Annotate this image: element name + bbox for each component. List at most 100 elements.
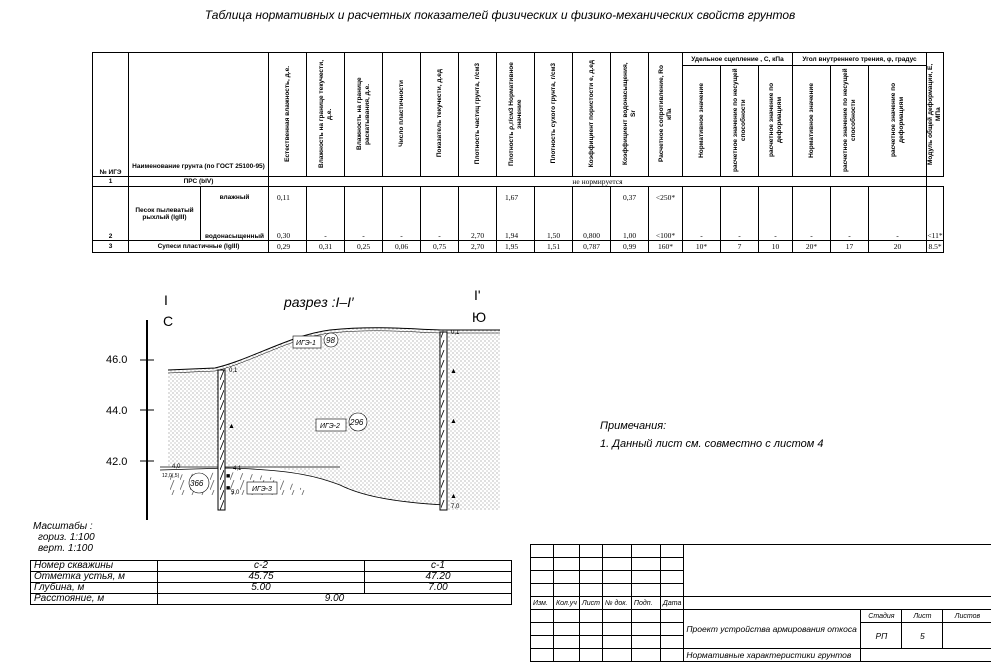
stamp-subtitle: Нормативные характеристики грунтов bbox=[683, 648, 862, 662]
ige1-circle bbox=[323, 332, 339, 348]
stamp-col: Лист bbox=[578, 596, 603, 610]
scale-vert: верт. 1:100 bbox=[38, 543, 93, 554]
header-il: Показатель текучести, д.ед bbox=[435, 69, 443, 158]
depth-label: 0,1 bbox=[451, 330, 460, 336]
header-emod: Модуль общей деформации, E, МПа bbox=[927, 62, 942, 165]
table-row: Номер скважины с-2 с-1 bbox=[30, 560, 512, 572]
header-rhod: Плотность сухого грунта, г/см3 bbox=[549, 63, 557, 164]
cell-sr: 1,00 bbox=[610, 208, 649, 241]
sample-marker: ▲ bbox=[228, 423, 235, 430]
cell-ip: - bbox=[382, 208, 421, 241]
cell-il: - bbox=[420, 208, 459, 241]
stamp-sheet-header: Лист bbox=[901, 609, 944, 623]
cell-phi-bear: 17 bbox=[830, 240, 869, 253]
ige3-label: ИГЭ-3 bbox=[252, 486, 272, 493]
layer-boundary bbox=[159, 467, 446, 506]
cell-c2: 5.00 bbox=[157, 582, 365, 594]
ige3-number: 366 bbox=[190, 479, 204, 488]
cell-ro: 160* bbox=[648, 240, 683, 253]
cell-c-bear: 7 bbox=[720, 240, 759, 253]
cell-note: не нормируется bbox=[268, 176, 927, 187]
header-wl: Влажность на границе текучести, д.е. bbox=[317, 59, 333, 168]
ige3-circle bbox=[188, 472, 210, 494]
header-ro: Расчетное сопротивление, Ro кПа bbox=[657, 65, 673, 162]
cell-w: 0,30 bbox=[268, 208, 307, 241]
cell-c2: 45.75 bbox=[157, 571, 365, 583]
cell-emod: 8.5* bbox=[926, 240, 944, 253]
table-row: Глубина, м 5.00 7.00 bbox=[30, 582, 512, 594]
cell-phi-def: - bbox=[868, 208, 927, 241]
cell-c-n: 10* bbox=[682, 240, 721, 253]
cell-phi-bear: - bbox=[830, 208, 869, 241]
notes-title: Примечания: bbox=[600, 420, 667, 432]
stamp-project: Проект устройства армирования откоса bbox=[683, 609, 862, 649]
cell-wp: - bbox=[344, 208, 383, 241]
cell-wp: 0,25 bbox=[344, 240, 383, 253]
header-c-def: расчетное значение по деформациям bbox=[767, 82, 783, 158]
section-mark-right: I' bbox=[474, 287, 481, 303]
ige2-label: ИГЭ-2 bbox=[320, 423, 340, 430]
header-e: Коэффициент пористости e, д.ед bbox=[587, 59, 595, 168]
cell-emod: <11* bbox=[926, 208, 944, 241]
page-title: Таблица нормативных и расчетных показате… bbox=[204, 8, 796, 22]
stamp-sheets-header: Листов bbox=[942, 609, 992, 623]
row-label: Расстояние, м bbox=[30, 593, 158, 605]
cell-rho: 1,94 bbox=[496, 208, 535, 241]
cell-c-def: - bbox=[758, 208, 793, 241]
elev-label: 46.0 bbox=[106, 354, 127, 366]
table-row: 3 Супеси пластичные (lgIII) 0,29 0,31 0,… bbox=[92, 240, 944, 253]
elev-label: 42.0 bbox=[106, 456, 127, 468]
label-box bbox=[246, 481, 278, 495]
stamp-stage-header: Стадия bbox=[860, 609, 903, 623]
header-rho: Плотность ρ,г/см3 Нормативное значение bbox=[507, 61, 523, 166]
depth-label: 4,1 bbox=[233, 466, 242, 472]
ige2-circle bbox=[348, 412, 368, 432]
cell-sub: водонасыщенный bbox=[200, 208, 269, 241]
row-label: Отметка устья, м bbox=[30, 571, 158, 583]
stamp-col: Дата bbox=[659, 596, 685, 610]
depth-label: 0,1 bbox=[229, 368, 238, 374]
stamp-col: Кол.уч bbox=[553, 596, 580, 610]
stamp-col: Подп. bbox=[630, 596, 661, 610]
depth-label: 7,0 bbox=[451, 504, 460, 510]
cell-phi-def: 20 bbox=[868, 240, 927, 253]
header-wp: Влажность на границе раскатывания, д.е. bbox=[355, 77, 371, 150]
row-label: Номер скважины bbox=[30, 560, 158, 572]
header-w: Естественная влажность, д.е. bbox=[283, 65, 291, 162]
properties-table: № ИГЭ Наименование грунта (по ГОСТ 25100… bbox=[92, 52, 944, 253]
cell-c-def: 10 bbox=[758, 240, 793, 253]
header-c-n: Нормативное значение bbox=[697, 82, 705, 158]
ige2-number: 296 bbox=[349, 418, 364, 427]
ground-line bbox=[167, 327, 500, 371]
cell-name: ПРС (bIV) bbox=[128, 176, 269, 187]
cell-phi-n: 20* bbox=[792, 240, 831, 253]
sample-marker: ■ bbox=[226, 473, 230, 480]
cell-w: 0,11 bbox=[268, 186, 307, 209]
cell-sr: 0,37 bbox=[610, 186, 649, 209]
header-phi-n: Нормативное значение bbox=[807, 82, 815, 158]
cell-ip: 0,06 bbox=[382, 240, 421, 253]
cell-rs: 2,70 bbox=[458, 208, 497, 241]
cell-c1: с-1 bbox=[364, 560, 512, 572]
table-row: Песок пылеватый рыхлый (lgIII) влажный 0… bbox=[92, 186, 944, 241]
stamp-sheet: 5 bbox=[901, 622, 944, 649]
table-row: Отметка устья, м 45.75 47.20 bbox=[30, 571, 512, 583]
cell-sr: 0,99 bbox=[610, 240, 649, 253]
depth-label: 4,0 bbox=[172, 464, 181, 470]
cell-c1: 7.00 bbox=[364, 582, 512, 594]
borehole-info-table: Номер скважины с-2 с-1 Отметка устья, м … bbox=[30, 560, 512, 605]
cell-no: 2 bbox=[92, 208, 129, 241]
cell-ro: <250* bbox=[648, 186, 683, 209]
stamp-stage: РП bbox=[860, 622, 903, 649]
cell-rhod: 1,51 bbox=[534, 240, 573, 253]
sample-marker: ▲ bbox=[450, 368, 457, 375]
stamp-col: Изм. bbox=[530, 596, 554, 610]
cell-wl: - bbox=[306, 208, 345, 241]
header-no: № ИГЭ bbox=[92, 52, 129, 177]
stamp-col: № док. bbox=[601, 596, 632, 610]
cell-wl: 0,31 bbox=[306, 240, 345, 253]
header-rs: Плотность частиц грунта, г/см3 bbox=[473, 62, 481, 165]
ige1-number: 98 bbox=[326, 336, 335, 345]
section-mark-left: I bbox=[164, 292, 168, 308]
sample-marker: ▲ bbox=[450, 493, 457, 500]
